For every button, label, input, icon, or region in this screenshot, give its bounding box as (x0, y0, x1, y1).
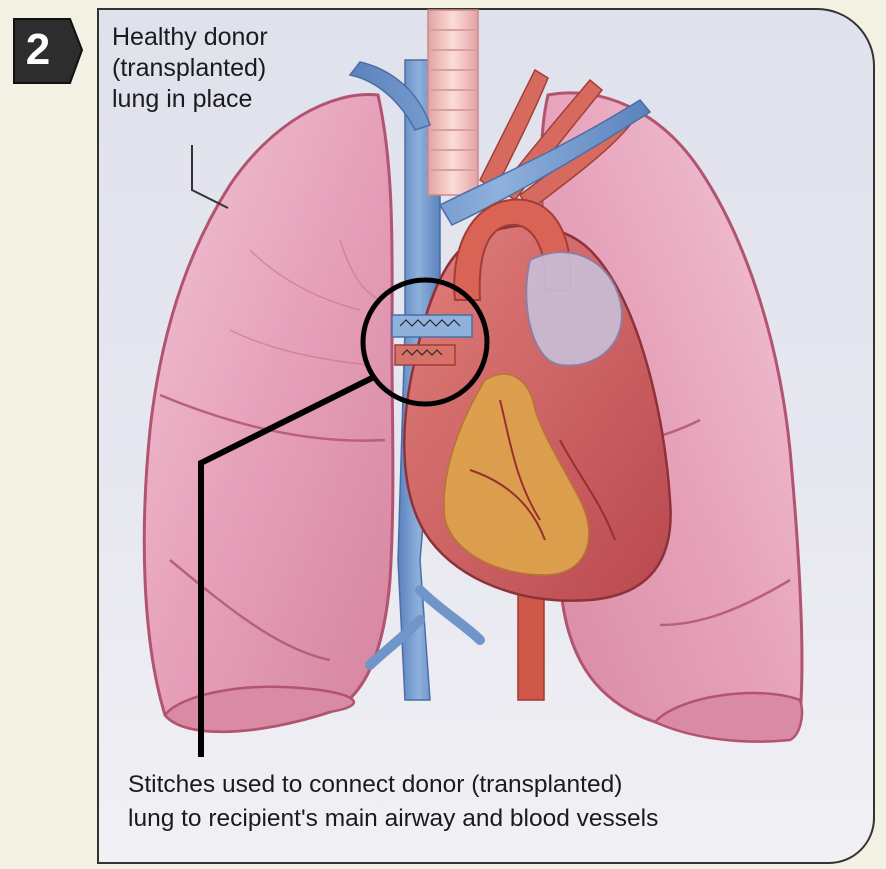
donor-lung-label-line: (transplanted) (112, 53, 268, 84)
stitches-label-line: lung to recipient's main airway and bloo… (128, 802, 658, 836)
donor-lung-label-line: Healthy donor (112, 22, 268, 53)
donor-lung-label: Healthy donor (transplanted) lung in pla… (112, 22, 268, 115)
step-number: 2 (12, 22, 64, 78)
stitches-label: Stitches used to connect donor (transpla… (128, 768, 658, 836)
left-lung (144, 95, 393, 732)
donor-lung-label-line: lung in place (112, 84, 268, 115)
trachea (428, 10, 478, 195)
stitches-label-line: Stitches used to connect donor (transpla… (128, 768, 658, 802)
